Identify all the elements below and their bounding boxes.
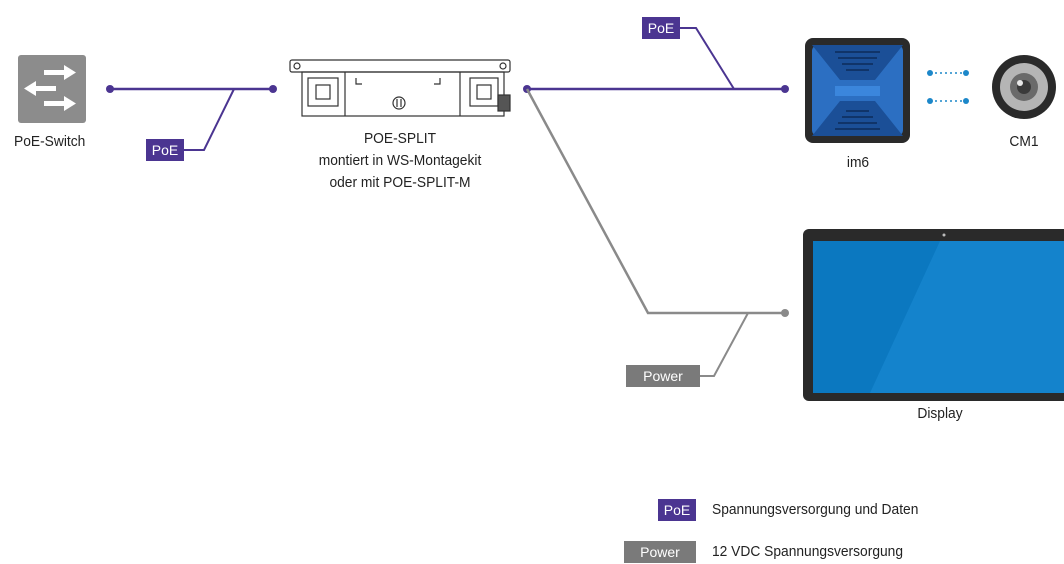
legend-poe-description: Spannungsversorgung und Daten: [712, 501, 919, 518]
cm1-label: CM1: [1009, 133, 1039, 150]
splitter-label-line1: POE-SPLIT: [363, 130, 437, 147]
splitter-label-line3: oder mit POE-SPLIT-M: [329, 174, 471, 191]
switch-icon: [18, 55, 86, 123]
display-label: Display: [917, 405, 963, 422]
wifi-link-icon: [927, 70, 969, 104]
legend-poe-tag: PoE: [658, 499, 696, 521]
power-line-splitter-display: [525, 88, 785, 315]
poe-tag-im6: PoE: [642, 17, 680, 39]
legend-power-tag: Power: [624, 541, 696, 563]
legend-power-description: 12 VDC Spannungsversorgung: [712, 543, 904, 560]
switch-label: PoE-Switch: [14, 133, 86, 150]
display-icon: [803, 229, 1064, 401]
splitter-icon: [289, 59, 511, 117]
door-station-icon: [805, 38, 910, 143]
camera-icon: [992, 55, 1056, 119]
splitter-label-line2: montiert in WS-Montagekit: [318, 152, 482, 169]
im6-label: im6: [846, 154, 870, 171]
power-tag-display: Power: [626, 365, 700, 387]
poe-tag-switch: PoE: [146, 139, 184, 161]
